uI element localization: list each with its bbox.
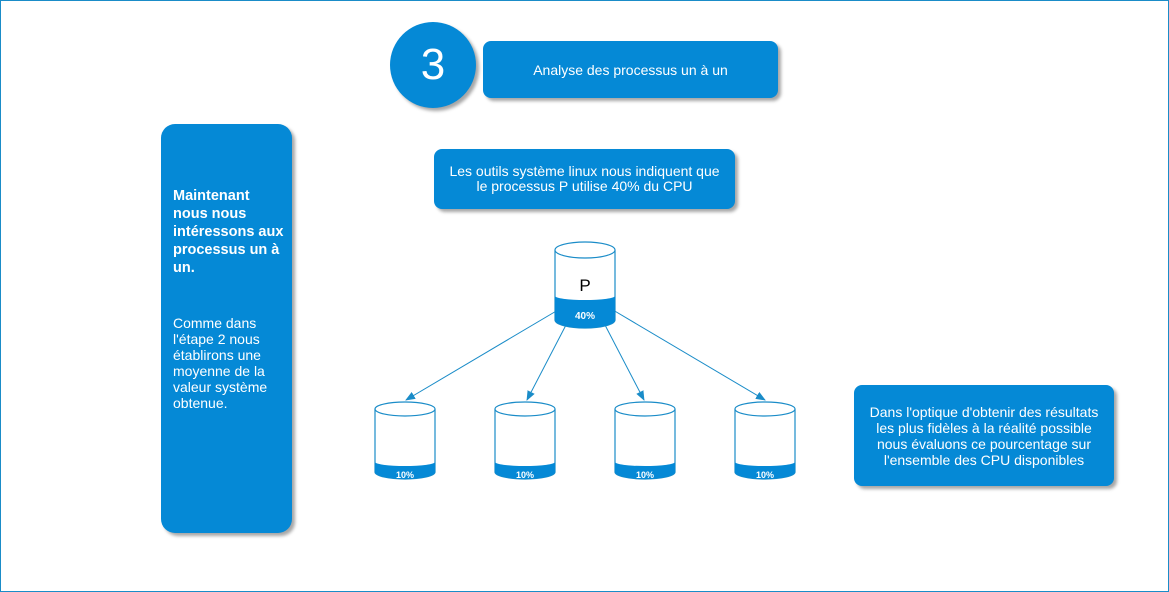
cpu-cylinder-2: 10% [494, 401, 556, 480]
process-p-cylinder: P 40% [554, 241, 616, 329]
cpu-cylinder-1: 10% [374, 401, 436, 480]
right-note-text: Dans l'optique d'obtenir des résultats l… [869, 403, 1099, 468]
process-usage-label: 40% [575, 311, 595, 322]
cpu-usage-label: 10% [756, 470, 774, 480]
cpu-usage-label: 10% [516, 470, 534, 480]
process-name-label: P [579, 276, 590, 295]
left-panel-body: Comme dans l'étape 2 nous établirons une… [173, 315, 268, 411]
step-title: Analyse des processus un à un [533, 61, 728, 78]
cpu-cylinder-4: 10% [734, 401, 796, 480]
cpu-cylinder-3: 10% [614, 401, 676, 480]
step-number: 3 [420, 40, 446, 89]
step-number-badge: 3 [390, 22, 476, 108]
tools-note-box: Les outils système linux nous indiquent … [434, 149, 735, 209]
left-info-panel: Maintenant nous nous intéressons aux pro… [161, 124, 292, 533]
step-title-box: Analyse des processus un à un [483, 41, 778, 98]
left-panel-heading: Maintenant nous nous intéressons aux pro… [173, 188, 284, 276]
cpu-usage-label: 10% [396, 470, 414, 480]
arrow-to-cpu-3 [604, 324, 645, 401]
arrow-to-cpu-1 [405, 309, 559, 401]
arrow-to-cpu-4 [612, 309, 766, 401]
arrow-to-cpu-2 [526, 324, 567, 401]
right-note-box: Dans l'optique d'obtenir des résultats l… [854, 385, 1114, 486]
cpu-usage-label: 10% [636, 470, 654, 480]
tools-note-text: Les outils système linux nous indiquent … [449, 163, 720, 194]
